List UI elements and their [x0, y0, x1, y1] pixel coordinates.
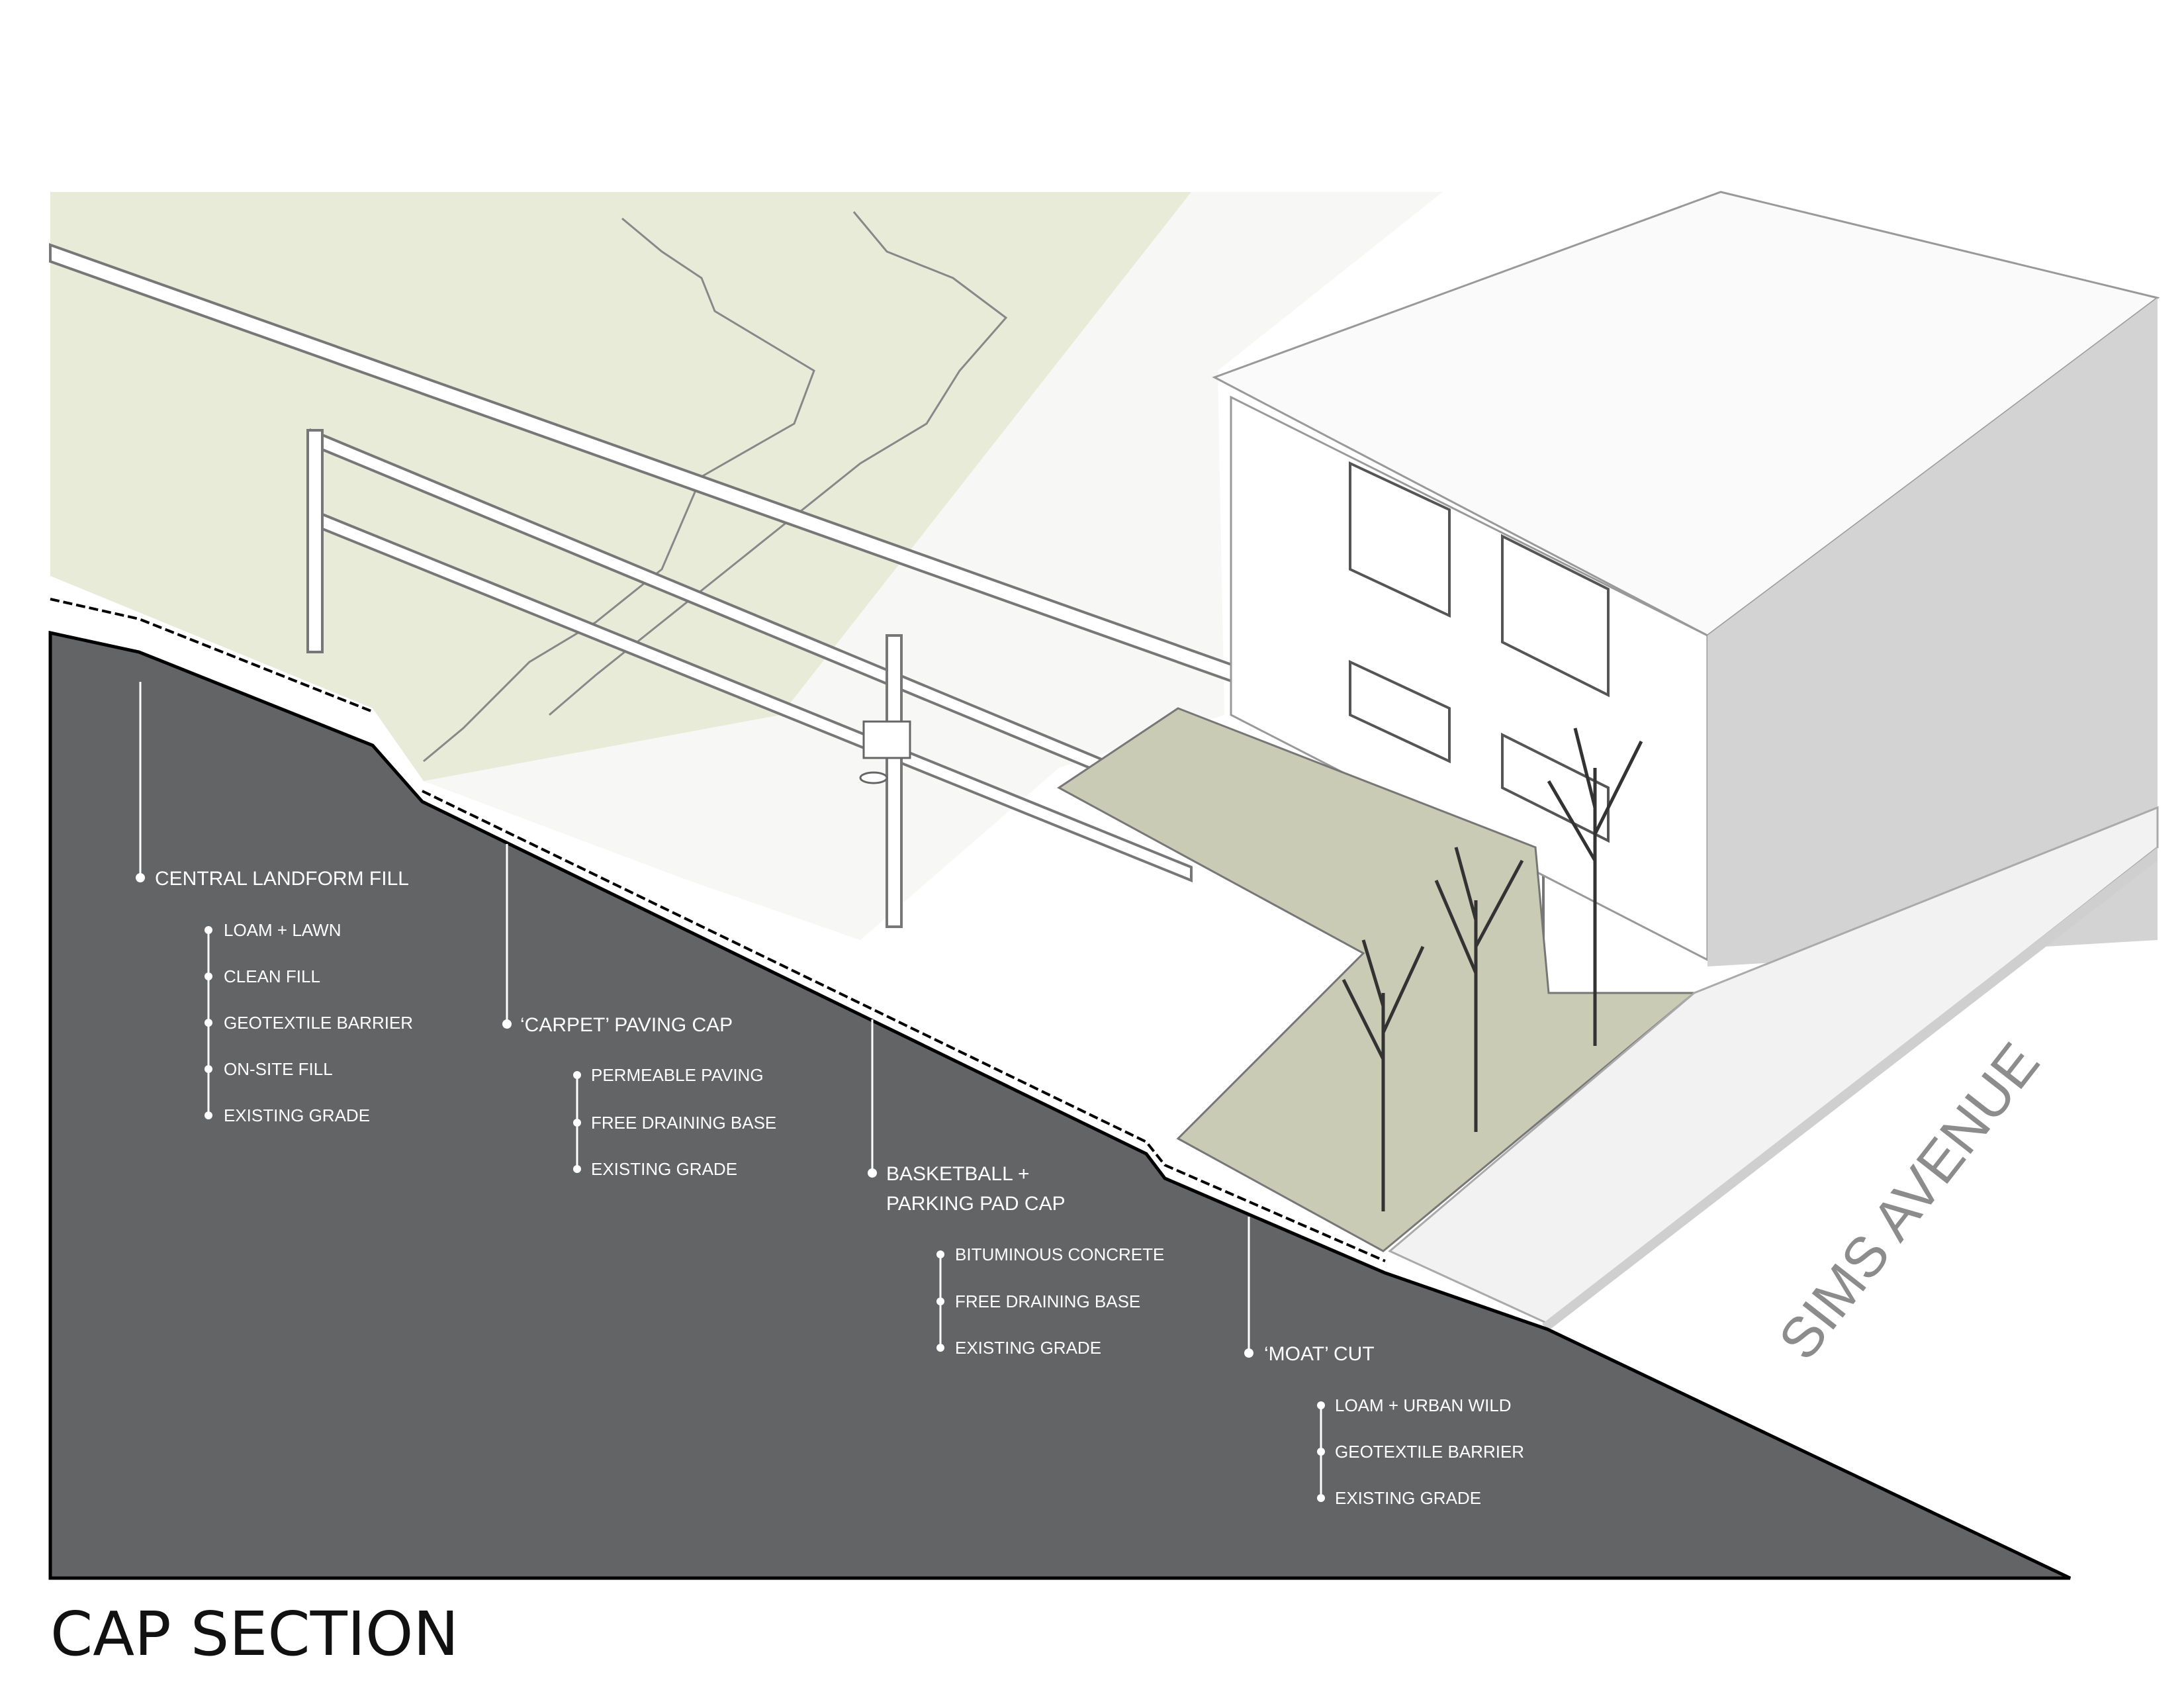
section-cut-ground: [48, 630, 2071, 1580]
layer-item: LOAM + URBAN WILD: [1335, 1395, 1512, 1415]
layer-item: ON-SITE FILL: [224, 1059, 333, 1079]
label-heading: ‘CARPET’ PAVING CAP: [520, 1014, 733, 1036]
landform-step-edge: [423, 217, 815, 763]
label-heading: CENTRAL LANDFORM FILL: [155, 868, 409, 890]
curb: [1542, 847, 2158, 1331]
layer-item: EXISTING GRADE: [591, 1159, 737, 1179]
building: [1212, 191, 2160, 966]
layer-item: CLEAN FILL: [224, 966, 320, 986]
layer-item: GEOTEXTILE BARRIER: [224, 1013, 413, 1033]
layer-item: EXISTING GRADE: [955, 1338, 1101, 1358]
layer-item: FREE DRAINING BASE: [591, 1113, 776, 1133]
trees: [1342, 727, 1643, 1211]
windows: [1349, 461, 1610, 843]
label-moat-cut: ‘MOAT’ CUT LOAM + URBAN WILD GEOTEXTILE …: [1244, 1217, 1524, 1508]
steel-frame: [49, 243, 1545, 1087]
layer-item: EXISTING GRADE: [1335, 1488, 1481, 1508]
layer-item: GEOTEXTILE BARRIER: [1335, 1442, 1524, 1462]
landform-step-edge-2: [549, 211, 1008, 716]
layer-item: EXISTING GRADE: [224, 1105, 370, 1125]
page-title: CAP SECTION: [50, 1599, 459, 1669]
central-landform-lawn: [50, 192, 1191, 781]
landform-layer-line: [50, 598, 373, 713]
label-heading-line2: PARKING PAD CAP: [886, 1193, 1066, 1215]
label-central-landform-fill: CENTRAL LANDFORM FILL LOAM + LAWN CLEAN …: [136, 682, 413, 1125]
label-carpet-paving-cap: ‘CARPET’ PAVING CAP PERMEABLE PAVING FRE…: [502, 844, 776, 1179]
layer-item: BITUMINOUS CONCRETE: [955, 1244, 1164, 1264]
basketball-hoop: [859, 720, 911, 784]
layer-item: FREE DRAINING BASE: [955, 1291, 1140, 1311]
label-basketball-parking-pad-cap: BASKETBALL + PARKING PAD CAP BITUMINOUS …: [868, 1019, 1164, 1358]
cap-layer-line: [422, 790, 1386, 1262]
layer-item: LOAM + LAWN: [224, 920, 341, 940]
label-heading: ‘MOAT’ CUT: [1264, 1343, 1375, 1365]
layer-item: PERMEABLE PAVING: [591, 1065, 764, 1085]
label-heading: BASKETBALL +: [886, 1163, 1030, 1185]
